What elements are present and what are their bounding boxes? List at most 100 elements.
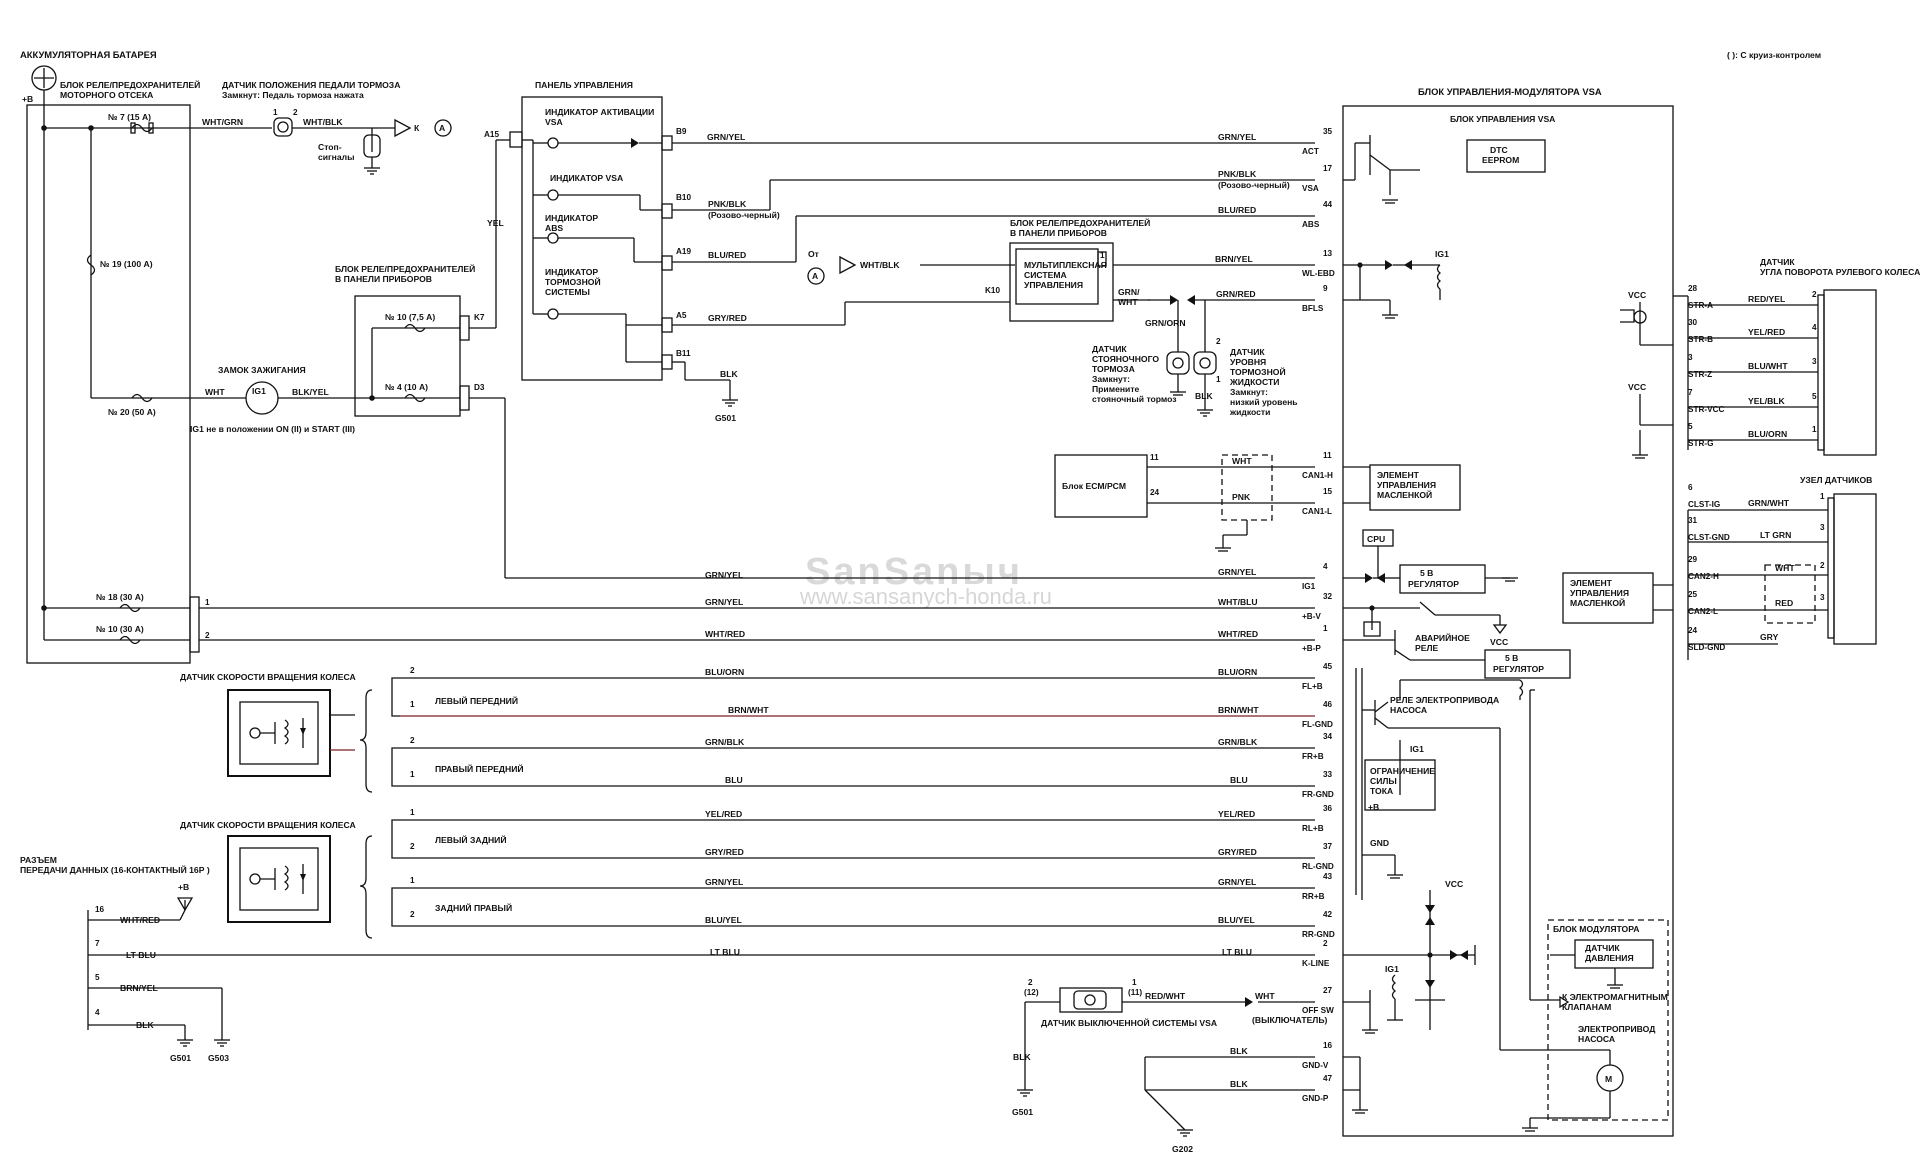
- parking-line-3: ТОРМОЗА: [1092, 364, 1135, 374]
- rf-pin-1: 1: [410, 770, 415, 779]
- vsa-left-sig-14: RL+B: [1302, 824, 1324, 833]
- ecm-wht: WHT: [1232, 456, 1252, 466]
- steer-title-2: УГЛА ПОВОРОТА РУЛЕВОГО КОЛЕСА: [1760, 267, 1920, 277]
- vsa-left-sig-17: RR-GND: [1302, 930, 1335, 939]
- gauge-blk: BLK: [720, 369, 738, 379]
- vsa-left-pin-labels: 35ACT17VSA44ABS13WL-EBD9BFLS11CAN1-H15CA…: [1302, 127, 1335, 1103]
- wheel-sensor-wires: 2 1 ЛЕВЫЙ ПЕРЕДНИЙ 2 1 ПРАВЫЙ ПЕРЕДНИЙ 1…: [391, 666, 1315, 927]
- brake-wire-in: WHT/GRN: [202, 117, 243, 127]
- vsa-ig1-top: IG1: [1435, 249, 1449, 259]
- vsa-left-pin-33: 33: [1323, 770, 1333, 779]
- fluid-pin-1: 1: [1216, 375, 1221, 384]
- ind-brake-3: СИСТЕМЫ: [545, 287, 590, 297]
- wire-grn-blk-l: GRN/BLK: [705, 737, 745, 747]
- vsa-left-sig-20: GND-V: [1302, 1061, 1329, 1070]
- vsa-left-wire-labels: GRN/YEL PNK/BLK (Розово-черный) BLU/RED …: [1218, 132, 1290, 957]
- steer-pin-2: 3: [1812, 357, 1817, 366]
- vsa-left-pin-1: 1: [1323, 624, 1328, 633]
- steering-angle-sensor: ДАТЧИК УГЛА ПОВОРОТА РУЛЕВОГО КОЛЕСА VCC…: [1620, 257, 1920, 459]
- brake-fluid-switch: 2 1 BLK ДАТЧИК УРОВНЯ ТОРМОЗНОЙ ЖИДКОСТИ…: [1193, 300, 1298, 417]
- sensor-unit: УЗЕЛ ДАТЧИКОВ ЭЛЕМЕНТ УПРАВЛЕНИЯ МАСЛЕНК…: [1562, 475, 1877, 660]
- parking-wire: GRN/ORN: [1145, 318, 1186, 328]
- vsa-left-sig-11: FL-GND: [1302, 720, 1333, 729]
- vsa-modulator: БЛОК МОДУЛЯТОРА: [1553, 924, 1639, 934]
- vsa-inner-title: БЛОК УПРАВЛЕНИЯ VSA: [1450, 114, 1555, 124]
- vsa-right-pin-28: 28: [1688, 284, 1698, 293]
- vsa-eeprom: EEPROM: [1482, 155, 1519, 165]
- vsa-modulator-unit: БЛОК УПРАВЛЕНИЯ-МОДУЛЯТОРА VSA БЛОК УПРА…: [1342, 86, 1674, 1137]
- vsa-left-pin-15: 15: [1323, 487, 1333, 496]
- wheel-front-title: ДАТЧИК СКОРОСТИ ВРАЩЕНИЯ КОЛЕСА: [180, 672, 356, 682]
- brake-wire-out: WHT/BLK: [303, 117, 343, 127]
- vsa-right-sig-3: STR-VCC: [1688, 405, 1724, 414]
- vsa-left-pin-34: 34: [1323, 732, 1333, 741]
- vsa-left-sig-4: BFLS: [1302, 304, 1324, 313]
- from-wire-wht-blk: WHT/BLK: [860, 260, 900, 270]
- fuse-20-label: № 20 (50 А): [108, 407, 156, 417]
- ignition-wire-in: WHT: [205, 387, 225, 397]
- mics-grn-wht-1: GRN/: [1118, 287, 1140, 297]
- vsa-left-pin-11: 11: [1323, 451, 1332, 460]
- vsa-left-pin-36: 36: [1323, 804, 1333, 813]
- sensor-wire-3: RED: [1775, 598, 1793, 608]
- vsa-wire-blu-red: BLU/RED: [1218, 205, 1256, 215]
- vsa-left-pin-16: 16: [1323, 1041, 1333, 1050]
- gauge-pin-a15: A15: [484, 130, 499, 139]
- vsa-left-sig-6: CAN1-L: [1302, 507, 1332, 516]
- vsa-right-pin-30: 30: [1688, 318, 1698, 327]
- dash-fuse-10: № 10 (7,5 А): [385, 312, 435, 322]
- brake-pin-1: 1: [273, 108, 278, 117]
- off-g501: G501: [1012, 1107, 1033, 1117]
- parking-line-2: СТОЯНОЧНОГО: [1092, 354, 1159, 364]
- watermark-url: www.sansanych-honda.ru: [799, 584, 1052, 609]
- off-pin-1: 1: [1132, 978, 1137, 987]
- feed-wht-red: WHT/RED: [705, 629, 745, 639]
- dlc-pin-5: 5: [95, 973, 100, 982]
- wire-gry-red-l: GRY/RED: [705, 847, 744, 857]
- mics-pin-1: 1: [1100, 251, 1105, 260]
- gauge-pin-a19: A19: [676, 247, 691, 256]
- gauge-yel: YEL: [487, 218, 504, 228]
- supply-pin-2: 2: [205, 631, 210, 640]
- fluid-pin-2: 2: [1216, 337, 1221, 346]
- offsw-note: (ВЫКЛЮЧАТЕЛЬ): [1252, 1015, 1328, 1025]
- vsa-pump-relay-1: РЕЛЕ ЭЛЕКТРОПРИВОДА: [1390, 695, 1499, 705]
- gauge-wire-gry-red: GRY/RED: [708, 313, 747, 323]
- vsa-left-sig-19: OFF SW: [1302, 1006, 1334, 1015]
- vsa-right-pin-25: 25: [1688, 590, 1698, 599]
- mics-inner-2: СИСТЕМА: [1024, 270, 1067, 280]
- vsa-left-sig-10: FL+B: [1302, 682, 1323, 691]
- off-blk: BLK: [1013, 1052, 1031, 1062]
- steer-pin-3: 5: [1812, 392, 1817, 401]
- dlc-pin-7: 7: [95, 939, 100, 948]
- brake-pedal-switch: ДАТЧИК ПОЛОЖЕНИЯ ПЕДАЛИ ТОРМОЗА Замкнут:…: [190, 80, 452, 175]
- vsa-ig1-mid: IG1: [1410, 744, 1424, 754]
- vsa-left-pin-35: 35: [1323, 127, 1333, 136]
- vsa-right-sig-9: SLD-GND: [1688, 643, 1725, 652]
- vsa-wire-gry-red: GRY/RED: [1218, 847, 1257, 857]
- vsa-pressure-1: ДАТЧИК: [1585, 943, 1620, 953]
- vsa-wire-blu-orn: BLU/ORN: [1218, 667, 1257, 677]
- vsa-motor: M: [1605, 1074, 1612, 1084]
- vsa-right-sig-5: CLST-IG: [1688, 500, 1720, 509]
- fluid-line-4: ЖИДКОСТИ: [1229, 377, 1279, 387]
- vsa-right-sig-8: CAN2-L: [1688, 607, 1718, 616]
- wire-blu-l: BLU: [725, 775, 743, 785]
- wheel-rear-title: ДАТЧИК СКОРОСТИ ВРАЩЕНИЯ КОЛЕСА: [180, 820, 356, 830]
- ind-abs-2: ABS: [545, 223, 563, 233]
- vsa-left-sig-3: WL-EBD: [1302, 269, 1335, 278]
- vsa-left-sig-7: IG1: [1302, 582, 1316, 591]
- sensor-can-1: ЭЛЕМЕНТ: [1570, 578, 1613, 588]
- fluid-line-2: УРОВНЯ: [1230, 357, 1266, 367]
- off-pin-2: 2: [1028, 978, 1033, 987]
- vsa-left-pin-47: 47: [1323, 1074, 1333, 1083]
- dlc-pin-16: 16: [95, 905, 105, 914]
- fluid-line-5: Замкнут:: [1230, 387, 1268, 397]
- steer-vcc-2: VCC: [1628, 382, 1646, 392]
- vsa-fail-1: АВАРИЙНОЕ: [1415, 632, 1470, 643]
- vsa-title: БЛОК УПРАВЛЕНИЯ-МОДУЛЯТОРА VSA: [1418, 86, 1602, 97]
- ind-vsa: ИНДИКАТОР VSA: [550, 173, 623, 183]
- ground-g202: G202 BLK BLK: [1144, 1046, 1315, 1154]
- dash-fuse-4: № 4 (10 А): [385, 382, 428, 392]
